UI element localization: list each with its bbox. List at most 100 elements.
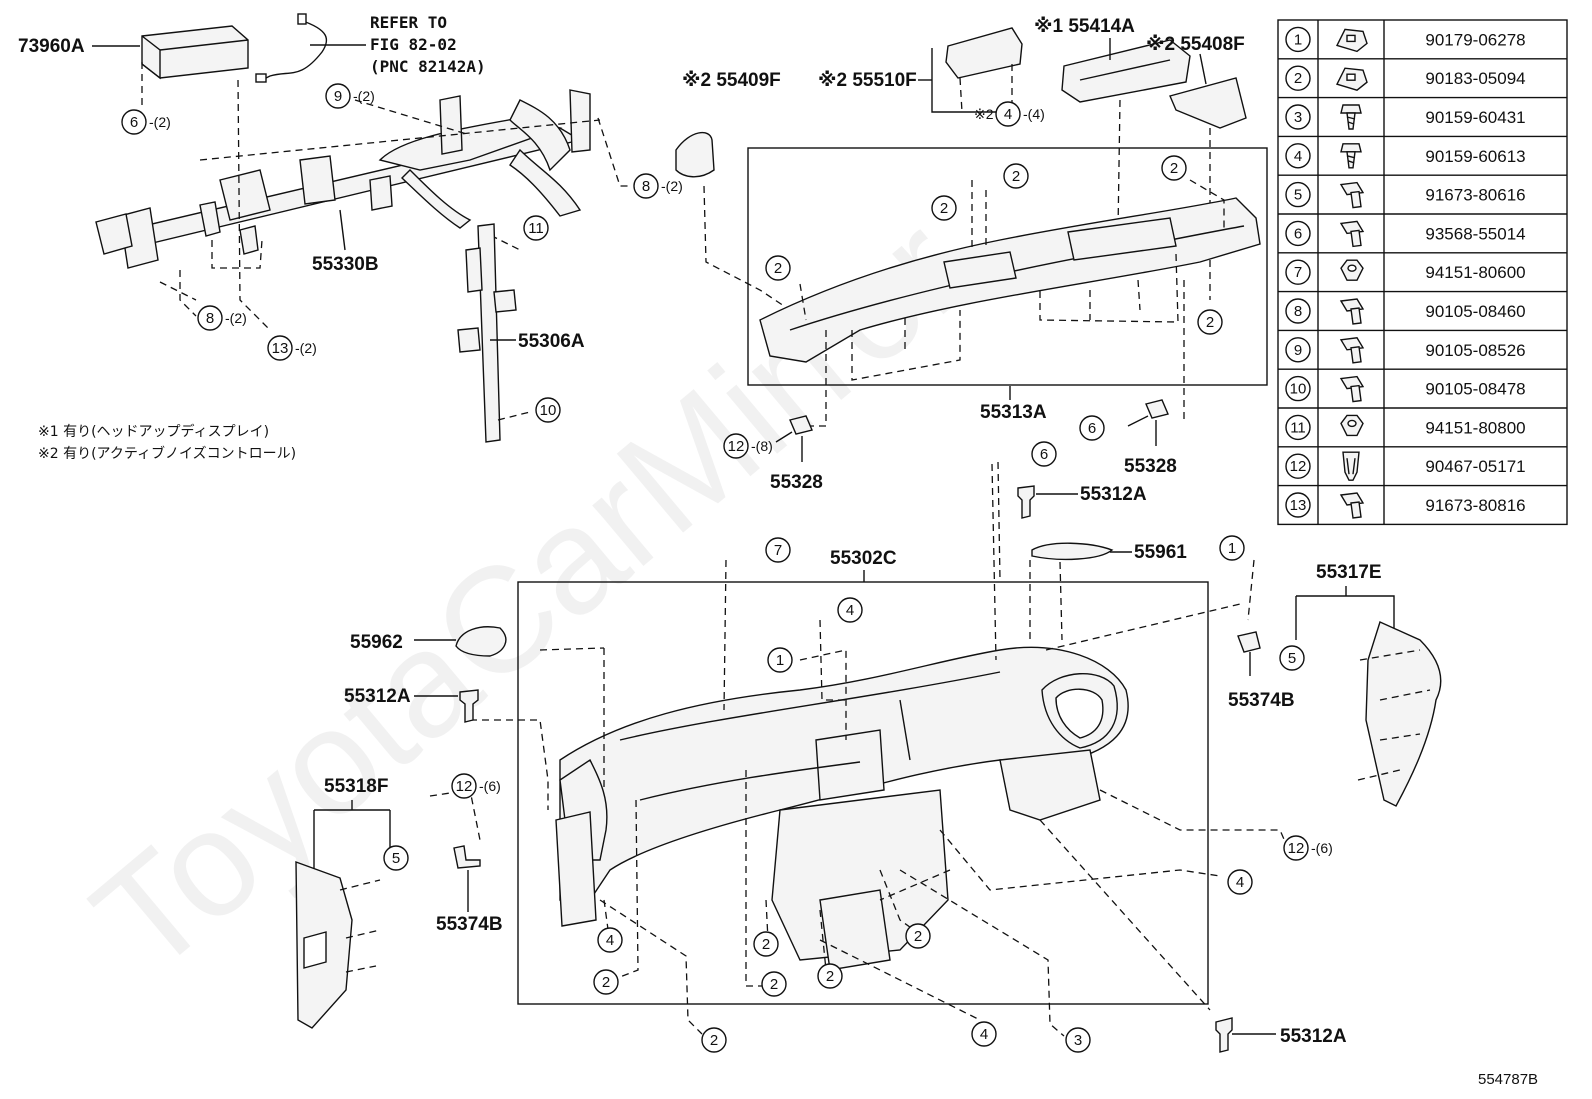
callout-6: 6 [1079,415,1105,441]
callout-13: 13-(2) [267,335,317,361]
callout-number: 6 [1088,420,1096,437]
part-label-55312A-top: 55312A [1080,484,1147,505]
main-panel-frame [517,581,1209,1005]
callout-2: 2 [765,255,791,281]
part-label-55408F: ※2 55408F [1146,34,1245,55]
push-clip-top [1017,485,1035,519]
callout-quantity: -(4) [1023,106,1045,122]
table-item-number: 4 [1294,148,1302,165]
callout-2: 2 [1161,155,1187,181]
bolt-icon [1339,220,1365,248]
callout-quantity: -(2) [149,114,171,130]
nut-icon [1340,414,1364,437]
callout-4: 4 [971,1021,997,1047]
bolt-icon [1339,298,1365,325]
table-part-code: 90183-05094 [1425,69,1525,88]
callout-1: 1 [1219,535,1245,561]
callout-12: 12-(8) [723,433,773,459]
screw-icon [1340,104,1362,130]
table-item-number: 9 [1294,342,1302,359]
instrument-panel-reinforcement [95,89,591,269]
callout-number: 2 [1206,314,1214,331]
callout-number: 5 [1288,650,1296,667]
part-label-55302C: 55302C [830,548,897,569]
clip-icon [1342,451,1360,481]
table-part-code: 90105-08460 [1425,302,1525,321]
table-part-code: 90105-08526 [1425,341,1525,360]
upper-panel-group [675,27,1268,427]
callout-number: 11 [528,220,544,237]
table-part-code: 91673-80616 [1425,186,1525,205]
callout-number: 2 [602,974,610,991]
part-label-55306A: 55306A [518,331,585,352]
center-brace [457,223,517,443]
callout-2: 2 [761,971,787,997]
callout-quantity: -(6) [479,778,501,794]
callout-quantity: -(2) [353,88,375,104]
callout-number: 5 [392,850,400,867]
callout-number: 3 [1074,1032,1082,1049]
table-frame [1277,19,1568,526]
callout-number: 1 [776,652,784,669]
svg-text:(PNC 82142A): (PNC 82142A) [370,57,486,76]
part-label-55409F: ※2 55409F [682,70,781,91]
table-part-code: 94151-80600 [1425,263,1525,282]
callout-3: 3 [1065,1027,1091,1053]
callout-number: 12 [1288,840,1305,857]
nut-icon [1340,259,1364,281]
push-clip-bottom [1215,1017,1233,1053]
table-item-number: 11 [1290,419,1306,436]
table-part-code: 90105-08478 [1425,380,1525,399]
callout-number: 6 [1040,446,1048,463]
callout-2: 2 [1197,309,1223,335]
part-label-55313A: 55313A [980,402,1047,423]
side-defroster-grille-left [455,626,507,657]
note-1: ※1 有り(ヘッドアップディスプレイ) [38,423,269,440]
callout-6: 6-(2) [121,109,171,135]
table-item-number: 8 [1294,303,1302,320]
table-item-number: 13 [1290,497,1307,514]
callout-number: 12 [456,778,473,795]
part-label-55312A-left: 55312A [344,686,411,707]
part-label-55961: 55961 [1134,542,1187,563]
table-part-code: 93568-55014 [1425,224,1525,243]
callout-2: 2 [593,969,619,995]
callout-number: 2 [940,200,948,217]
table-item-number: 1 [1294,31,1302,48]
callout-number: 9 [334,88,342,105]
callout-6: 6 [1031,441,1057,467]
panel-cover-55408F [1169,77,1247,129]
callout-number: 2 [826,968,834,985]
bracket-55374B-right [1237,631,1261,653]
callout-number: 12 [728,438,745,455]
part-label-55317E: 55317E [1316,562,1382,583]
clip-55328-right [1145,399,1169,419]
callout-number: 2 [1012,168,1020,185]
table-item-number: 2 [1294,70,1302,87]
callout-number: 2 [762,936,770,953]
callout-4: 4 [597,927,623,953]
callout-12: 12-(6) [1283,835,1333,861]
callout-2: 2 [753,931,779,957]
callout-number: 7 [774,542,782,559]
callout-2: 2 [701,1027,727,1053]
panel-cover-55510F [945,27,1023,79]
part-label-55312A-bottom: 55312A [1280,1026,1347,1047]
refer-note: REFER TO FIG 82-02 (PNC 82142A) [370,13,486,76]
callout-4: 4 [1227,869,1253,895]
callout-4: 4 [837,597,863,623]
callout-prefix: ※2 [974,106,994,122]
bolt-icon [1339,492,1365,519]
bracket-55374B-left [453,845,481,869]
callout-2: 2 [817,963,843,989]
